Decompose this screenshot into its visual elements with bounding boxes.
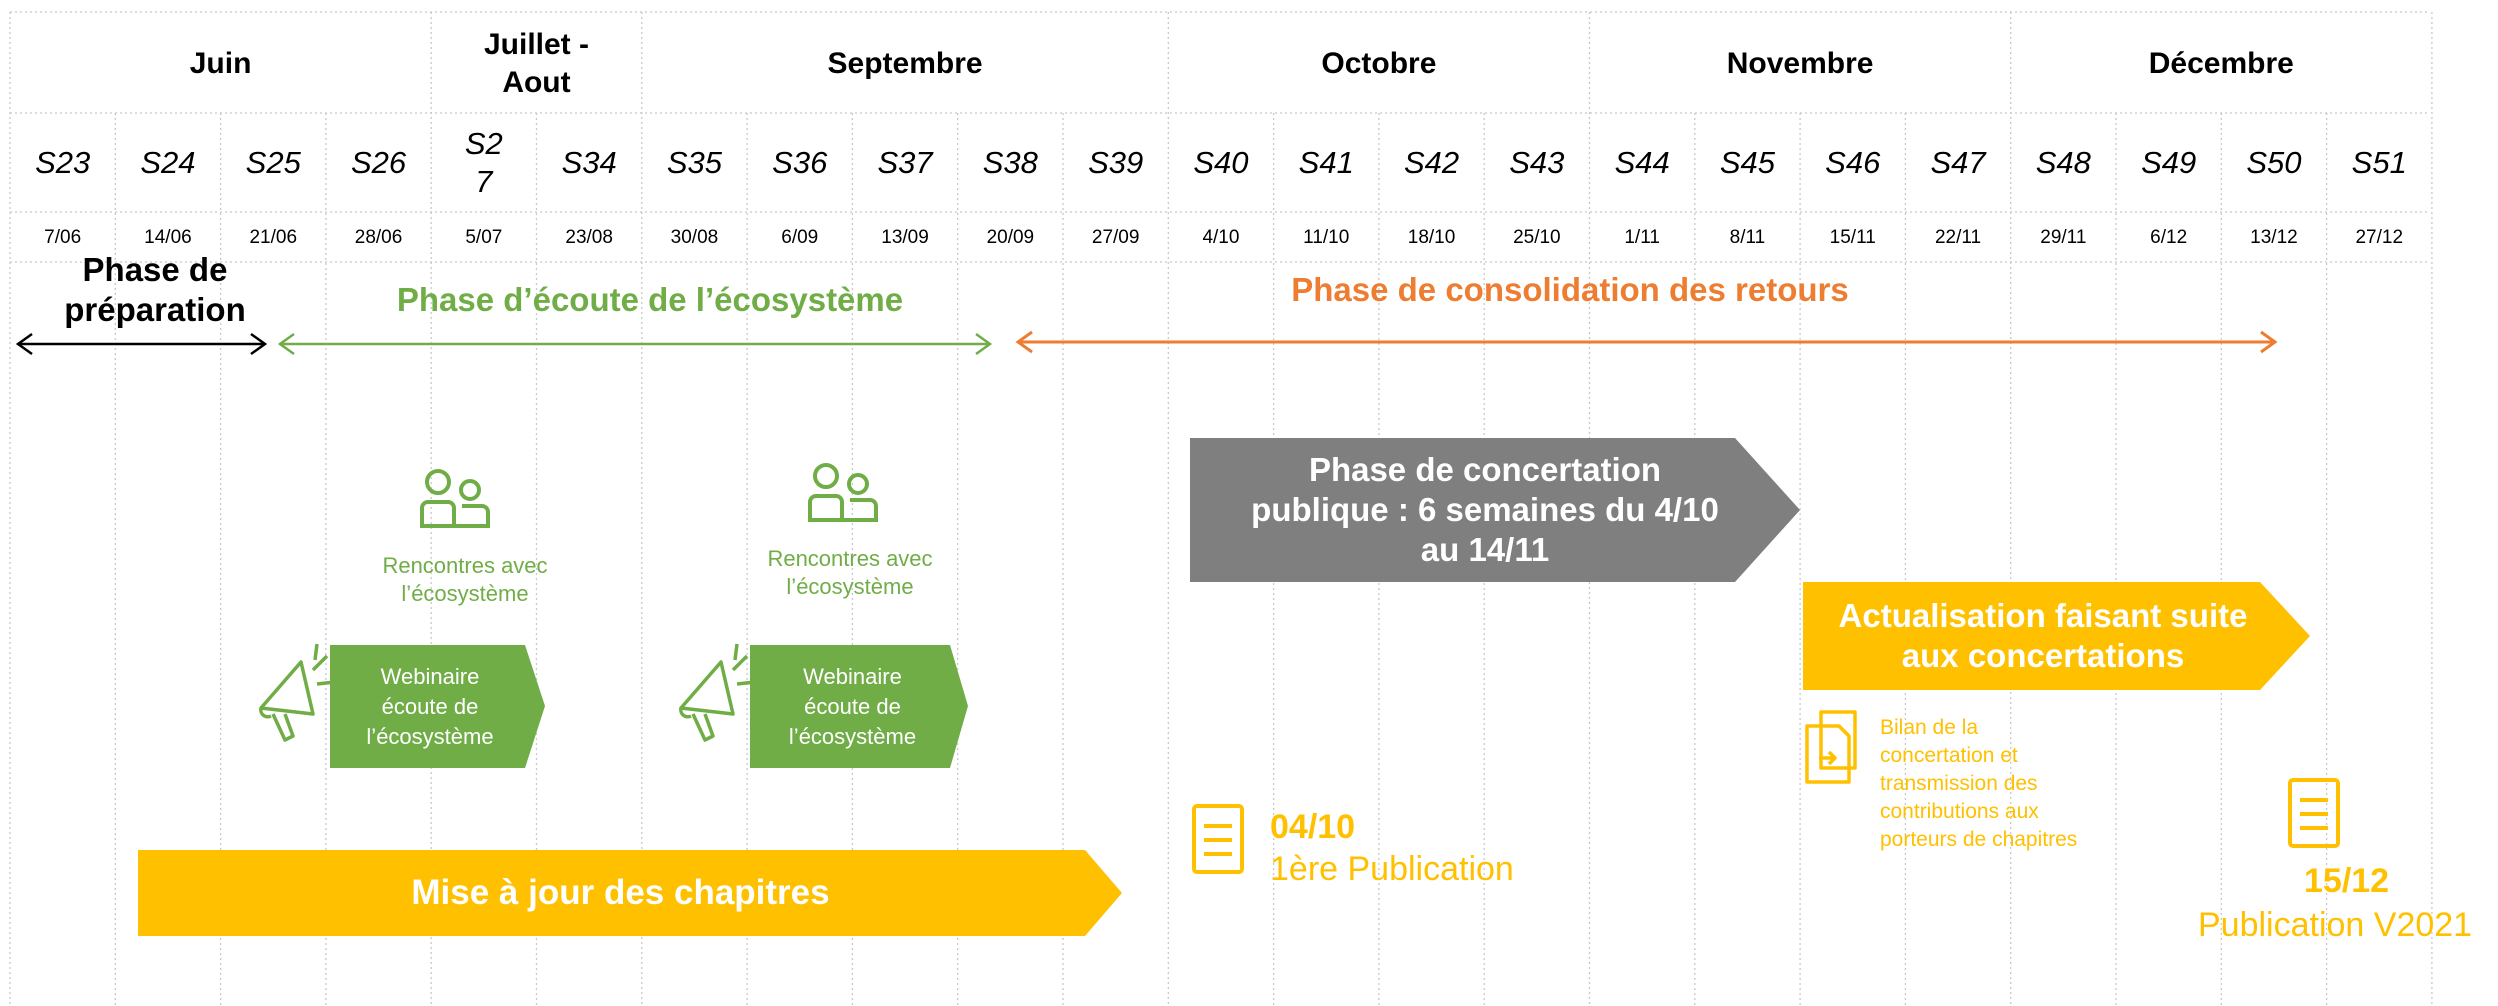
webinaire-2-shape (750, 645, 968, 768)
date-label: 21/06 (249, 227, 298, 248)
date-label: 6/09 (781, 227, 819, 248)
month-label: Décembre (2148, 47, 2294, 80)
month-label: Novembre (1726, 47, 1874, 80)
week-label: S23 (35, 145, 91, 180)
mise-a-jour-text: Mise à jour des chapitres (411, 873, 830, 912)
date-label: 13/12 (2250, 227, 2298, 248)
date-label: 4/10 (1202, 227, 1240, 248)
date-label: 6/12 (2150, 227, 2188, 248)
week-label: S2 7 (464, 126, 503, 199)
month-label: Octobre (1321, 47, 1437, 80)
publication-2-label: Publication V2021 (2198, 906, 2473, 944)
week-label: S47 (1930, 145, 1986, 180)
week-label: S45 (1719, 145, 1776, 180)
date-label: 23/08 (565, 227, 613, 248)
rencontres-1-text: Rencontres avec l’écosystème (382, 553, 548, 606)
webinaire-1-text: Webinaire écoute de l’écosystème (366, 663, 494, 749)
week-label: S48 (2035, 145, 2091, 180)
actualisation-text: Actualisation faisant suite aux concerta… (1838, 597, 2248, 674)
people-icon (420, 469, 490, 528)
month-label: Septembre (827, 47, 983, 80)
date-label: 28/06 (354, 227, 403, 248)
week-label: S39 (1088, 145, 1144, 180)
date-label: 20/09 (986, 227, 1035, 248)
date-label: 30/08 (670, 227, 719, 248)
people-icon (808, 463, 878, 522)
date-label: 29/11 (2040, 227, 2087, 248)
bilan-text: Bilan de la concertation et transmission… (1880, 716, 2078, 851)
consolidation-arrow (1015, 330, 2278, 354)
week-label: S35 (666, 145, 723, 180)
document-icon (2288, 778, 2340, 848)
webinaire-1-shape (330, 645, 545, 768)
date-label: 13/09 (881, 227, 929, 248)
date-label: 11/10 (1303, 227, 1350, 248)
publication-1-date: 04/10 (1270, 808, 1356, 846)
date-label: 14/06 (144, 227, 192, 248)
phase-preparation-label: Phase de préparation (64, 251, 246, 328)
webinaire-2-text: Webinaire écoute de l’écosystème (788, 663, 917, 749)
date-label: 25/10 (1513, 227, 1561, 248)
preparation-arrow (15, 332, 268, 356)
week-label: S43 (1509, 145, 1565, 180)
megaphone-icon (679, 643, 756, 742)
publication-2-date: 15/12 (2304, 862, 2390, 900)
week-label: S42 (1403, 145, 1460, 180)
copy-icon (1805, 710, 1857, 784)
week-label: S50 (2246, 145, 2302, 180)
week-label: S36 (772, 145, 828, 180)
date-label: 1/11 (1624, 227, 1660, 248)
megaphone-icon (259, 643, 336, 742)
date-label: 22/11 (1934, 227, 1982, 248)
date-label: 18/10 (1407, 227, 1456, 248)
date-label: 5/07 (465, 227, 503, 248)
week-label: S41 (1298, 145, 1354, 180)
concertation-text: Phase de concertation publique : 6 semai… (1251, 451, 1719, 568)
week-label: S49 (2141, 145, 2197, 180)
date-label: 7/06 (44, 227, 82, 248)
week-label: S37 (877, 145, 933, 180)
phase-ecoute-label: Phase d’écoute de l’écosystème (396, 281, 904, 318)
document-icon (1192, 804, 1244, 874)
phase-consolidation-label: Phase de consolidation des retours (1291, 271, 1849, 308)
month-label: Juillet - Aout (483, 28, 589, 99)
week-label: S40 (1193, 145, 1249, 180)
month-label: Juin (189, 47, 252, 80)
week-label: S51 (2351, 145, 2407, 180)
mise-a-jour-shape (138, 850, 1122, 936)
week-label: S24 (140, 145, 196, 180)
publication-1-label: 1ère Publication (1270, 850, 1514, 888)
rencontres-2-text: Rencontres avec l’écosystème (767, 546, 933, 599)
week-label: S26 (350, 145, 407, 180)
week-label: S38 (982, 145, 1038, 180)
concertation-shape (1190, 438, 1800, 582)
week-label: S34 (561, 145, 617, 180)
date-label: 15/11 (1829, 227, 1876, 248)
date-label: 8/11 (1729, 227, 1766, 248)
ecoute-arrow (277, 332, 993, 356)
week-label: S25 (245, 145, 301, 180)
week-label: S44 (1614, 145, 1670, 180)
date-label: 27/09 (1091, 227, 1140, 248)
date-label: 27/12 (2355, 227, 2404, 248)
week-label: S46 (1825, 145, 1881, 180)
actualisation-shape (1803, 582, 2310, 690)
